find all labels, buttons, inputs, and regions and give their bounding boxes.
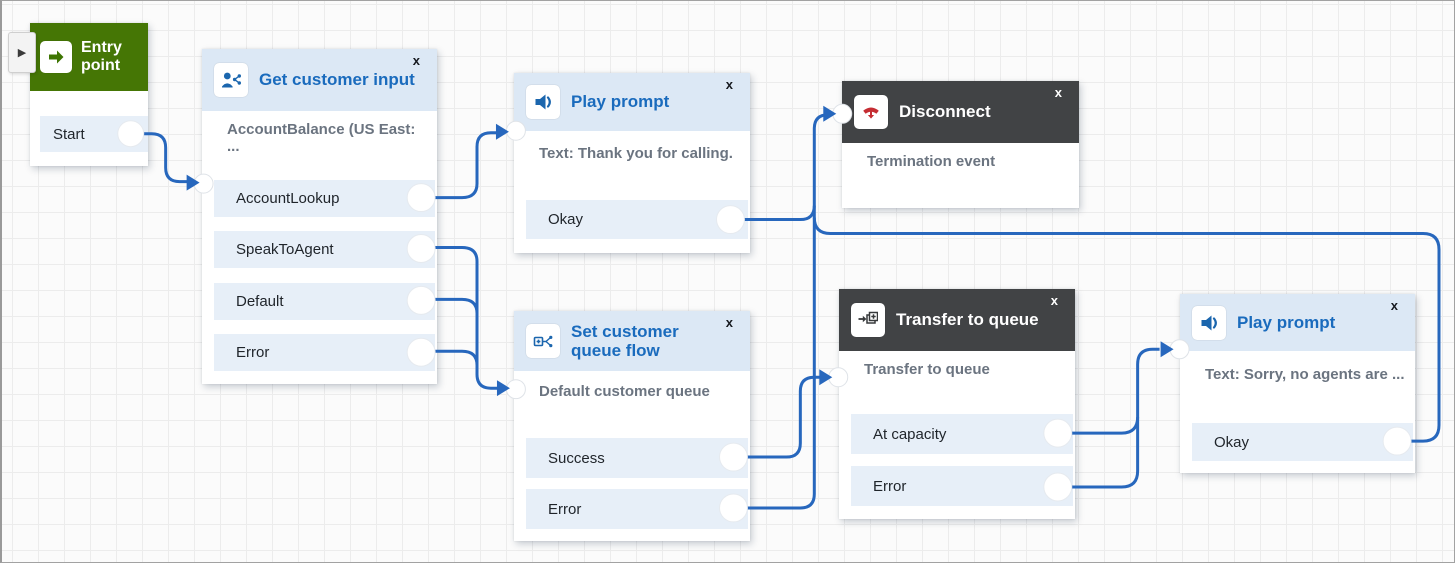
node-description: Text: Thank you for calling. — [539, 145, 733, 162]
node-play-prompt-1[interactable]: Play prompt x Text: Thank you for callin… — [514, 73, 750, 253]
close-icon[interactable]: x — [1054, 85, 1062, 100]
set-queue-flow-icon — [526, 324, 560, 358]
output-row: Okay — [1192, 423, 1413, 461]
output-row-start: Start — [40, 116, 148, 152]
node-disconnect[interactable]: Disconnect x Termination event — [842, 81, 1079, 208]
output-row: SpeakToAgent — [214, 231, 435, 268]
node-description: Default customer queue — [539, 383, 710, 400]
output-label: AccountLookup — [236, 190, 340, 207]
output-label: Error — [548, 500, 582, 518]
close-icon[interactable]: x — [725, 315, 733, 330]
node-get-customer-input[interactable]: Get customer input x AccountBalance (US … — [202, 49, 437, 384]
output-row: At capacity — [851, 414, 1073, 454]
speaker-icon — [1192, 305, 1226, 340]
speaker-icon — [526, 85, 560, 119]
connection-trunk-to-disconnect — [812, 113, 831, 494]
arrowhead — [186, 174, 200, 191]
close-icon[interactable]: x — [1050, 293, 1058, 308]
output-row: Error — [214, 334, 435, 371]
node-header: Set customer queue flow x — [514, 311, 750, 371]
output-label: SpeakToAgent — [236, 241, 334, 258]
node-set-customer-queue-flow[interactable]: Set customer queue flow x Default custom… — [514, 311, 750, 541]
disconnect-phone-icon — [854, 95, 888, 129]
node-title: Set customer queue flow — [571, 321, 679, 360]
arrowhead — [495, 123, 509, 140]
node-description: Transfer to queue — [864, 361, 990, 378]
node-play-prompt-2[interactable]: Play prompt x Text: Sorry, no agents are… — [1180, 294, 1415, 473]
arrowhead — [819, 369, 833, 386]
transfer-to-queue-icon — [851, 303, 885, 337]
output-row: AccountLookup — [214, 180, 435, 217]
arrowhead — [823, 105, 837, 122]
close-icon[interactable]: x — [1390, 298, 1398, 313]
connection-trunk-to-set-queue-flow — [475, 261, 499, 390]
node-header: Disconnect x — [842, 81, 1079, 143]
node-title: Transfer to queue — [896, 310, 1039, 330]
output-label: Okay — [548, 211, 584, 228]
output-label: Error — [236, 344, 270, 361]
arrowhead — [496, 380, 510, 397]
node-header: Get customer input x — [202, 49, 437, 111]
arrowhead — [1160, 341, 1174, 358]
node-header: Play prompt x — [514, 73, 750, 131]
output-label: Success — [548, 449, 605, 467]
output-label: Default — [236, 293, 284, 310]
close-icon[interactable]: x — [725, 77, 733, 92]
node-title: Disconnect — [899, 102, 991, 122]
output-label: Error — [873, 477, 907, 495]
output-label: At capacity — [873, 425, 947, 443]
node-title: Play prompt — [1237, 312, 1336, 332]
output-row: Error — [851, 466, 1073, 506]
node-description: Termination event — [867, 153, 996, 170]
node-entry-point[interactable]: Entry point Start — [30, 23, 148, 166]
close-icon[interactable]: x — [412, 53, 420, 68]
output-row: Error — [526, 489, 748, 529]
entry-arrow-icon — [40, 41, 72, 73]
output-row: Okay — [526, 200, 748, 239]
chevron-right-icon: ▶ — [17, 47, 27, 59]
get-customer-input-icon — [214, 63, 248, 97]
node-description: AccountBalance (US East: ... — [227, 121, 416, 155]
node-title: Play prompt — [571, 92, 670, 112]
node-title: Entry point — [81, 39, 122, 74]
node-transfer-to-queue[interactable]: Transfer to queue x Transfer to queue At… — [839, 289, 1075, 519]
connection-trunk-to-play-prompt-2 — [1136, 347, 1160, 472]
node-header: Play prompt x — [1180, 294, 1415, 351]
node-title: Get customer input — [259, 70, 415, 90]
output-row: Success — [526, 438, 748, 478]
collapse-panel-handle[interactable]: ▶ — [8, 32, 36, 73]
output-label: Okay — [1214, 433, 1250, 451]
node-header: Transfer to queue x — [839, 289, 1075, 351]
output-label: Start — [53, 125, 85, 143]
node-description: Text: Sorry, no agents are ... — [1205, 366, 1405, 383]
node-header: Entry point — [30, 23, 148, 91]
output-row: Default — [214, 283, 435, 320]
